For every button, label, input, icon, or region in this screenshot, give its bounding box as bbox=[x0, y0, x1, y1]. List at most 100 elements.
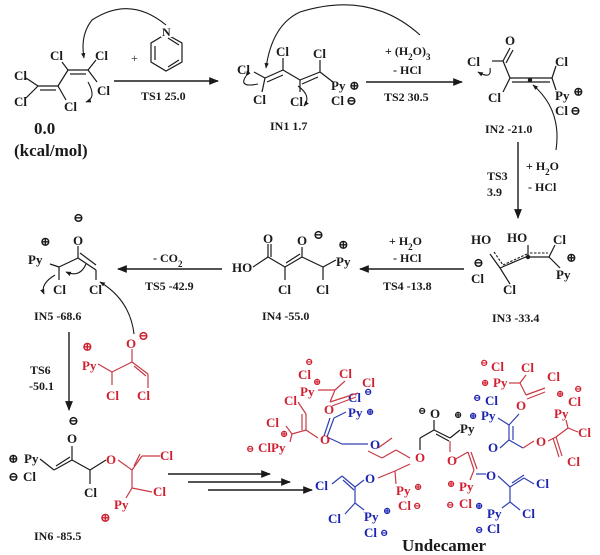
enolate-attack-arrow bbox=[99, 281, 135, 335]
charge-plus: ⊕ bbox=[383, 506, 391, 517]
electron-arrow bbox=[65, 263, 87, 276]
ts6-label: TS6 bbox=[30, 363, 51, 377]
charge-plus: ⊕ bbox=[475, 501, 483, 512]
plus-sign: + bbox=[131, 51, 138, 65]
ts6-energy: -50.1 bbox=[29, 379, 54, 393]
charge-minus: ⊖ bbox=[380, 528, 388, 539]
atom-cl: Cl bbox=[536, 476, 549, 491]
in2-molecule: O Cl Cl Cl Py ⊕ Cl ⊖ IN2 -21.0 bbox=[467, 33, 584, 151]
charge-plus: ⊕ bbox=[556, 389, 564, 400]
atom-cl: Cl bbox=[316, 282, 329, 297]
atom-cl: Cl bbox=[315, 478, 328, 493]
atom-o: O bbox=[536, 434, 546, 449]
atom-cl: Cl bbox=[290, 94, 303, 109]
atom-o: O bbox=[447, 453, 457, 468]
atom-cl: Cl bbox=[578, 425, 591, 440]
atom-o: O bbox=[126, 336, 136, 351]
ts3-energy: 3.9 bbox=[487, 185, 502, 199]
atom-ho: HO bbox=[471, 232, 491, 247]
atom-cl: Cl bbox=[95, 48, 108, 63]
atom-cl: Cl bbox=[97, 83, 110, 98]
water-attack-arrow bbox=[264, 4, 421, 69]
atom-o: O bbox=[263, 231, 273, 246]
atom-cl: Cl bbox=[237, 62, 250, 77]
charge-minus: ⊖ bbox=[246, 444, 254, 455]
electron-arrow bbox=[297, 85, 309, 107]
atom-py: Py bbox=[396, 483, 411, 498]
charge-plus: ⊕ bbox=[481, 378, 489, 389]
in6-label: IN6 -85.5 bbox=[34, 529, 81, 543]
counter-ion-cl: Cl bbox=[491, 359, 504, 374]
charge-plus: ⊕ bbox=[414, 482, 422, 493]
atom-n: N bbox=[162, 25, 171, 39]
charge-plus: ⊕ bbox=[454, 410, 462, 421]
atom-py: Py bbox=[300, 384, 315, 399]
atom-py: Py bbox=[460, 421, 475, 436]
atom-py: Py bbox=[331, 78, 346, 93]
electron-arrow bbox=[477, 67, 491, 77]
counter-ion-cl: Cl bbox=[471, 271, 484, 286]
charge-minus: ⊖ bbox=[73, 210, 84, 225]
charge-minus: ⊖ bbox=[446, 500, 454, 511]
atom-o: O bbox=[320, 432, 330, 447]
atom-ho: HO bbox=[232, 260, 252, 275]
charge-plus: ⊕ bbox=[469, 411, 477, 422]
charge-minus: ⊖ bbox=[305, 357, 313, 368]
counter-ion-cl: Cl bbox=[555, 103, 568, 118]
ts4-loss: - HCl bbox=[393, 251, 422, 265]
charge-plus: ⊕ bbox=[349, 78, 360, 93]
charge-minus: ⊖ bbox=[475, 525, 483, 536]
charge-minus: ⊖ bbox=[418, 406, 426, 417]
charge-minus: ⊖ bbox=[68, 413, 79, 428]
atom-cl: Cl bbox=[14, 94, 27, 109]
atom-o: O bbox=[430, 406, 440, 421]
atom-cl: Cl bbox=[521, 360, 534, 375]
charge-minus: ⊖ bbox=[473, 393, 481, 404]
charge-minus: ⊖ bbox=[574, 384, 582, 395]
ts2-reagent: + (H2O)3 bbox=[385, 44, 431, 62]
atom-o: O bbox=[370, 437, 380, 452]
in6-molecule: ⊖ O ⊕ Py ⊖ Cl Cl O Cl Cl Py ⊕ IN6 -85.5 bbox=[8, 413, 173, 543]
charge-plus: ⊕ bbox=[82, 339, 93, 354]
charge-plus: ⊕ bbox=[280, 429, 288, 440]
undecamer-label: Undecamer bbox=[402, 536, 486, 555]
in3-molecule: HO HO Cl ⊕ Py ⊖ Cl Cl IN3 -33.4 bbox=[471, 230, 577, 325]
atom-o: O bbox=[297, 233, 307, 248]
atom-cl: Cl bbox=[284, 393, 297, 408]
in1-label: IN1 1.7 bbox=[270, 119, 307, 133]
in4-label: IN4 -55.0 bbox=[262, 309, 309, 323]
counter-ion-cl: Cl bbox=[364, 525, 377, 540]
in1-molecule: Cl Cl Cl Cl Cl Py ⊕ Cl ⊖ IN1 1.7 bbox=[237, 44, 360, 133]
atom-cl: Cl bbox=[339, 366, 352, 381]
red-enolate-monomer: ⊕ Py O ⊖ Cl Cl bbox=[82, 328, 150, 403]
atom-o: O bbox=[67, 431, 77, 446]
counter-ion-cl: Cl bbox=[23, 469, 36, 484]
atom-py: Py bbox=[364, 509, 379, 524]
atom-cl: Cl bbox=[555, 54, 568, 69]
atom-cl: Cl bbox=[50, 48, 63, 63]
charge-plus: ⊕ bbox=[338, 237, 349, 252]
nucleophilic-attack-arrow bbox=[80, 8, 167, 59]
ts3-label: TS3 bbox=[487, 169, 508, 183]
pyridine-molecule: N bbox=[150, 24, 183, 72]
electron-arrow bbox=[40, 274, 56, 295]
counter-ion-cl: Cl bbox=[568, 394, 581, 409]
atom-py: Py bbox=[487, 506, 502, 521]
atom-py: Py bbox=[459, 479, 474, 494]
atom-o: O bbox=[73, 233, 83, 248]
atom-o: O bbox=[516, 398, 526, 413]
atom-o: O bbox=[106, 452, 116, 467]
charge-plus: ⊕ bbox=[100, 510, 111, 525]
electron-arrow bbox=[85, 81, 93, 103]
atom-cl: Cl bbox=[488, 90, 501, 105]
atom-cl: Cl bbox=[53, 282, 66, 297]
atom-cl: Cl bbox=[84, 485, 97, 500]
charge-minus: ⊖ bbox=[473, 255, 484, 270]
atom-cl: Cl bbox=[106, 388, 119, 403]
charge-minus: ⊖ bbox=[138, 328, 149, 343]
atom-cl: Cl bbox=[362, 375, 375, 390]
in3-label: IN3 -33.4 bbox=[492, 311, 539, 325]
atom-py: Py bbox=[24, 451, 39, 466]
charge-plus: ⊕ bbox=[8, 451, 19, 466]
